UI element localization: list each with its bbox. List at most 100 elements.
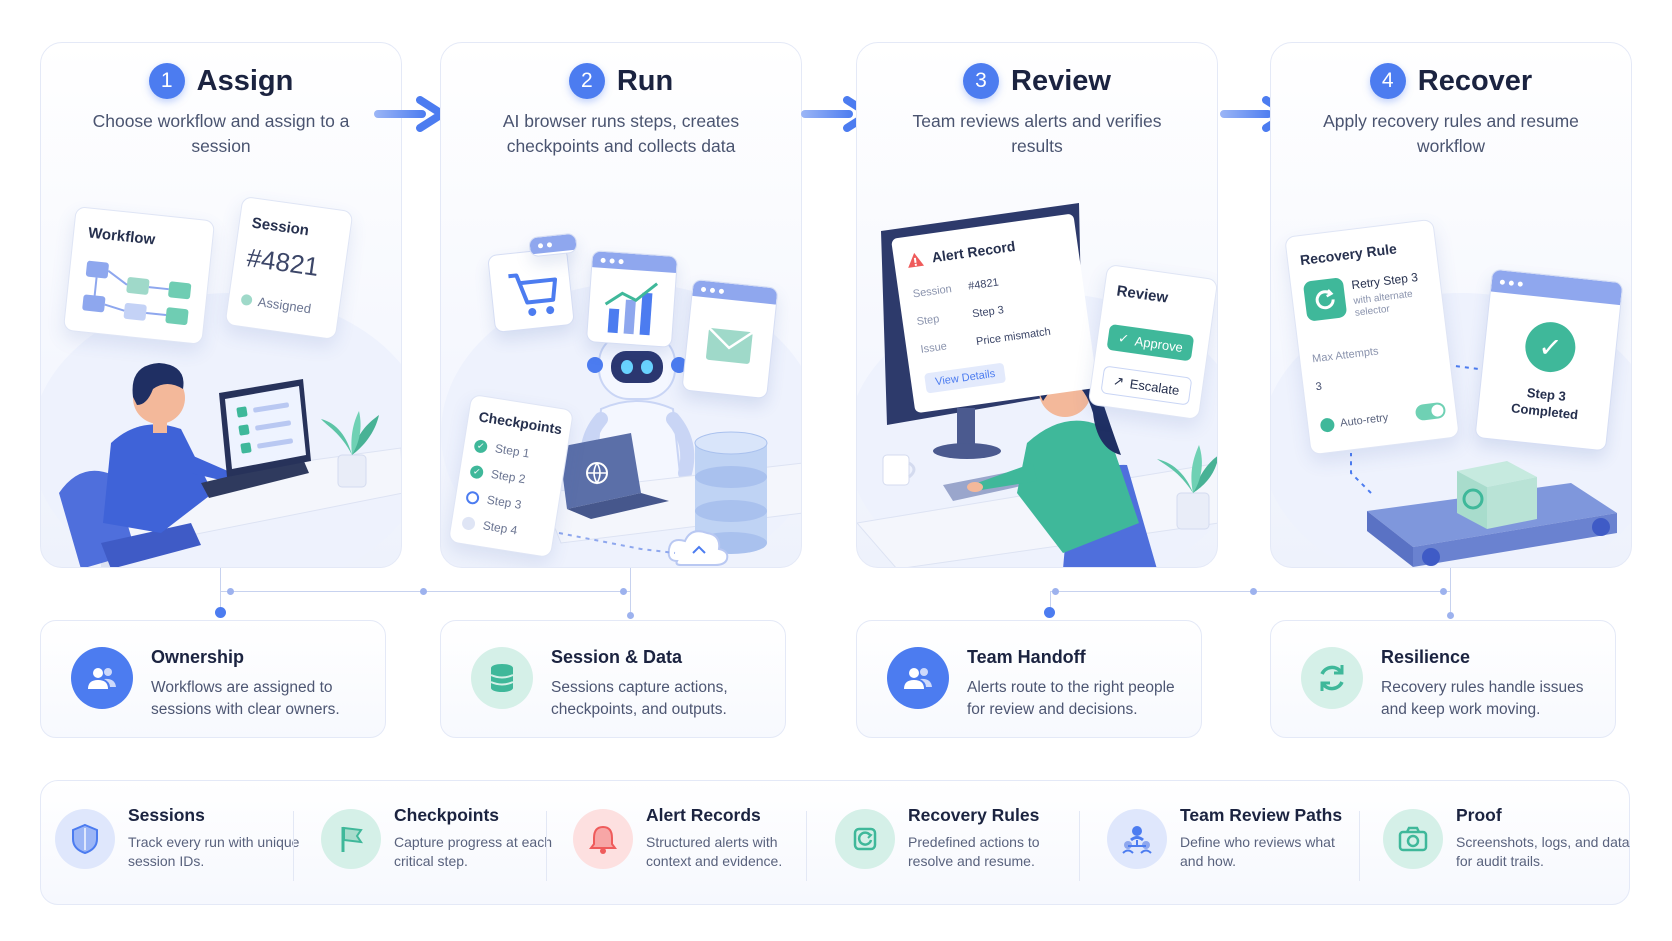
feature-text: Alerts route to the right people for rev… <box>967 679 1175 718</box>
alert-field-label: Issue <box>919 340 948 356</box>
connector-line <box>1050 592 1051 612</box>
feature-text: Workflows are assigned to sessions with … <box>151 679 340 718</box>
arrow-up-right-icon: ↗ <box>1112 372 1126 390</box>
feature-title: Ownership <box>151 647 245 667</box>
alert-title: Alert Record <box>930 237 1017 266</box>
checkpoint-step: Step 4 <box>481 518 519 538</box>
step-card-review: 3 Review Team reviews alerts and verifie… <box>856 42 1218 568</box>
feature-text: Recovery rules handle issues and keep wo… <box>1381 679 1584 718</box>
max-attempts-value: 3 <box>1314 380 1323 394</box>
checkpoints-label: Checkpoints <box>477 408 564 438</box>
auto-retry-toggle[interactable] <box>1414 401 1447 422</box>
bell-icon <box>573 809 633 869</box>
workflow-label: Workflow <box>87 224 156 249</box>
view-details-button[interactable]: View Details <box>924 362 1007 394</box>
workflow-card: Workflow <box>62 206 216 345</box>
shopping-window <box>487 247 575 333</box>
users-icon <box>887 647 949 709</box>
step-title: Recover <box>1417 64 1533 97</box>
connector-line <box>220 568 221 612</box>
step-number-badge: 2 <box>568 63 605 99</box>
capability-text: Screenshots, logs, and data for audit tr… <box>1456 834 1630 869</box>
checkpoint-item: Step 3 <box>465 489 522 512</box>
divider <box>1079 811 1080 881</box>
check-icon: ✓ <box>473 438 489 454</box>
check-circle-icon: ✓ <box>1522 319 1578 375</box>
feature-title: Session & Data <box>551 647 683 667</box>
step-description: Apply recovery rules and resume workflow <box>1323 111 1579 156</box>
step-description: AI browser runs steps, creates checkpoin… <box>502 111 740 156</box>
checkpoint-step: Step 3 <box>485 492 523 512</box>
recovery-rule-subtext: with alternate selector <box>1352 288 1414 319</box>
email-window <box>681 278 779 400</box>
session-label: Session <box>250 214 311 240</box>
retry-dot-icon <box>1319 417 1336 433</box>
step-title: Assign <box>196 64 294 97</box>
refresh-icon <box>1302 277 1348 322</box>
flag-icon <box>321 809 381 869</box>
capability-text: Track every run with unique session IDs. <box>128 834 300 869</box>
connector-dot <box>620 588 627 595</box>
escalate-button[interactable]: ↗ Escalate <box>1100 365 1193 406</box>
status-dot-icon <box>240 293 253 307</box>
connector-dot <box>1250 588 1257 595</box>
capability-text: Define who reviews what and how. <box>1180 834 1335 869</box>
alert-record-screen: Alert Record Session #4821 Step Step 3 I… <box>891 213 1098 414</box>
recover-illustration: Recovery Rule Retry Step 3 with alternat… <box>1271 193 1631 567</box>
database-icon <box>471 647 533 709</box>
approve-label: Approve <box>1133 333 1184 355</box>
feature-card-session-data: Session & Data Sessions capture actions,… <box>440 620 786 738</box>
approve-button[interactable]: ✓ Approve <box>1106 323 1195 362</box>
step-description: Choose workflow and assign to a session <box>92 111 350 156</box>
mail-icon <box>706 326 754 364</box>
session-status: Assigned <box>240 292 312 316</box>
session-id: #4821 <box>245 242 321 282</box>
connector-line <box>630 568 631 612</box>
feature-card-resilience: Resilience Recovery rules handle issues … <box>1270 620 1616 738</box>
step-card-recover: 4 Recover Apply recovery rules and resum… <box>1270 42 1632 568</box>
capability-sessions: Sessions Track every run with unique ses… <box>55 803 305 883</box>
feature-title: Team Handoff <box>967 647 1086 667</box>
feature-card-team-handoff: Team Handoff Alerts route to the right p… <box>856 620 1202 738</box>
session-card: Session #4821 Assigned <box>224 195 354 341</box>
step-card-run: 2 Run AI browser runs steps, creates che… <box>440 42 802 568</box>
workflow-diagram-icon <box>82 260 192 325</box>
review-illustration: Alert Record Session #4821 Step Step 3 I… <box>857 193 1217 567</box>
alert-field-label: Session <box>912 283 953 301</box>
recovery-rule-title: Recovery Rule <box>1299 240 1398 269</box>
step-description: Team reviews alerts and verifies results <box>912 111 1162 156</box>
pending-circle-icon <box>465 489 481 505</box>
capability-proof: Proof Screenshots, logs, and data for au… <box>1383 803 1630 883</box>
checkpoint-step: Step 2 <box>489 466 527 487</box>
step-title: Review <box>1011 64 1111 97</box>
capability-team-review-paths: Team Review Paths Define who reviews wha… <box>1107 803 1357 883</box>
team-hierarchy-icon <box>1107 809 1167 869</box>
divider <box>546 811 547 881</box>
capability-checkpoints: Checkpoints Capture progress at each cri… <box>321 803 552 883</box>
feature-title: Resilience <box>1381 647 1471 667</box>
desk-scene <box>41 293 401 567</box>
capability-title: Sessions <box>128 805 205 825</box>
shield-icon <box>55 809 115 869</box>
arrow-right-icon <box>374 96 446 132</box>
capability-title: Recovery Rules <box>908 805 1040 825</box>
connector-dot <box>227 588 234 595</box>
step-completed-window: ✓ Step 3 Completed <box>1474 268 1624 452</box>
connector-dot <box>1447 612 1454 619</box>
shopping-cart-icon <box>508 273 558 316</box>
recovery-rule-card: Recovery Rule Retry Step 3 with alternat… <box>1284 218 1460 456</box>
checkpoint-item: ✓ Step 2 <box>469 464 527 487</box>
max-attempts-label: Max Attempts <box>1311 345 1380 366</box>
connector-dot <box>1052 588 1059 595</box>
alert-field-label: Step <box>915 313 941 329</box>
step-card-assign: 1 Assign Choose workflow and assign to a… <box>40 42 402 568</box>
capability-recovery-rules: Recovery Rules Predefined actions to res… <box>835 803 1075 883</box>
users-icon <box>71 647 133 709</box>
run-illustration: Checkpoints ✓ Step 1 ✓ Step 2 Step 3 Ste… <box>441 193 801 567</box>
alert-header: Alert Record <box>905 238 1016 269</box>
connector-dot <box>1440 588 1447 595</box>
alert-field-value: Step 3 <box>971 304 1005 321</box>
capability-alert-records: Alert Records Structured alerts with con… <box>573 803 813 883</box>
check-icon: ✓ <box>1117 330 1131 347</box>
feature-card-ownership: Ownership Workflows are assigned to sess… <box>40 620 386 738</box>
